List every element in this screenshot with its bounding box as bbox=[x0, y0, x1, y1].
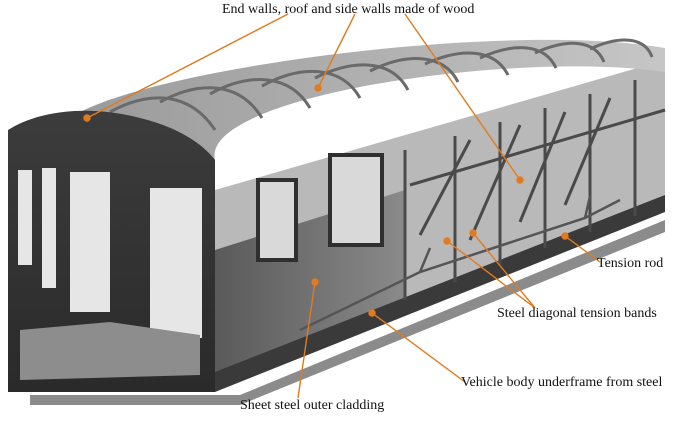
label-steel-underframe: Vehicle body underframe from steel bbox=[461, 375, 663, 390]
side-framing bbox=[403, 80, 666, 300]
side-windows bbox=[256, 153, 384, 262]
end-wall-floor bbox=[20, 322, 200, 380]
label-wood-walls-roof: End walls, roof and side walls made of w… bbox=[222, 2, 475, 17]
end-wall-openings bbox=[18, 168, 202, 338]
label-diagonal-tension-bands: Steel diagonal tension bands bbox=[497, 306, 657, 321]
label-steel-cladding: Sheet steel outer cladding bbox=[240, 398, 385, 413]
underframe-beam bbox=[215, 195, 665, 392]
roof-surface bbox=[70, 39, 665, 160]
label-tension-rod: Tension rod bbox=[597, 256, 664, 271]
tension-rod-truss bbox=[299, 195, 621, 332]
